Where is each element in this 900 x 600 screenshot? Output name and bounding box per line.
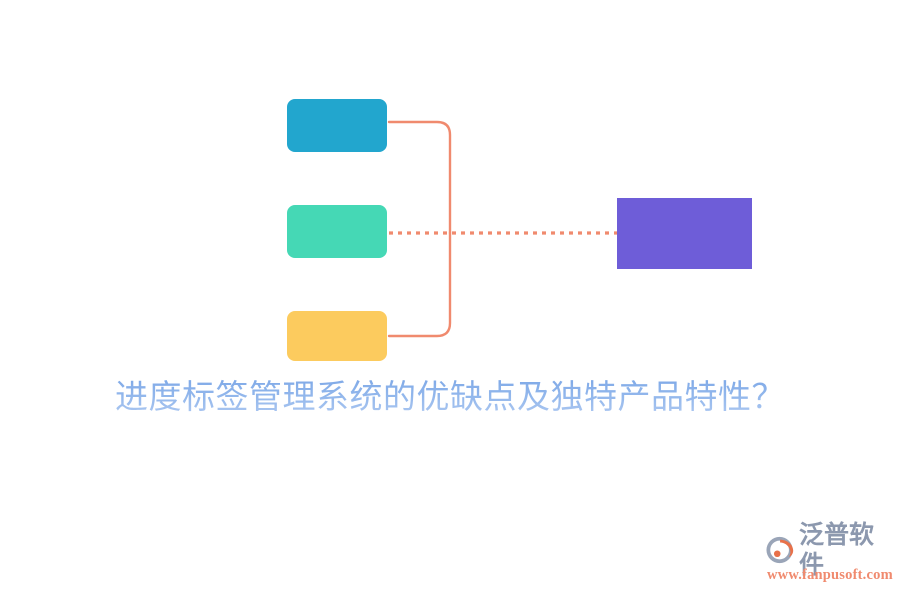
connector-bracket-bottom xyxy=(387,231,452,338)
brand-logo[interactable]: 泛普软件 www.fanpusoft.com xyxy=(766,520,893,588)
page-title: 进度标签管理系统的优缺点及独特产品特性？ xyxy=(0,375,900,421)
node-yellow[interactable] xyxy=(287,311,387,361)
node-purple[interactable] xyxy=(617,198,752,269)
connector-bracket-top xyxy=(387,120,452,235)
node-blue[interactable] xyxy=(287,99,387,152)
brand-name: 泛普软件 xyxy=(799,520,875,579)
brand-url: www.fanpusoft.com xyxy=(767,567,893,583)
node-teal[interactable] xyxy=(287,205,387,258)
fanpu-swoosh-logo-icon xyxy=(766,536,794,564)
